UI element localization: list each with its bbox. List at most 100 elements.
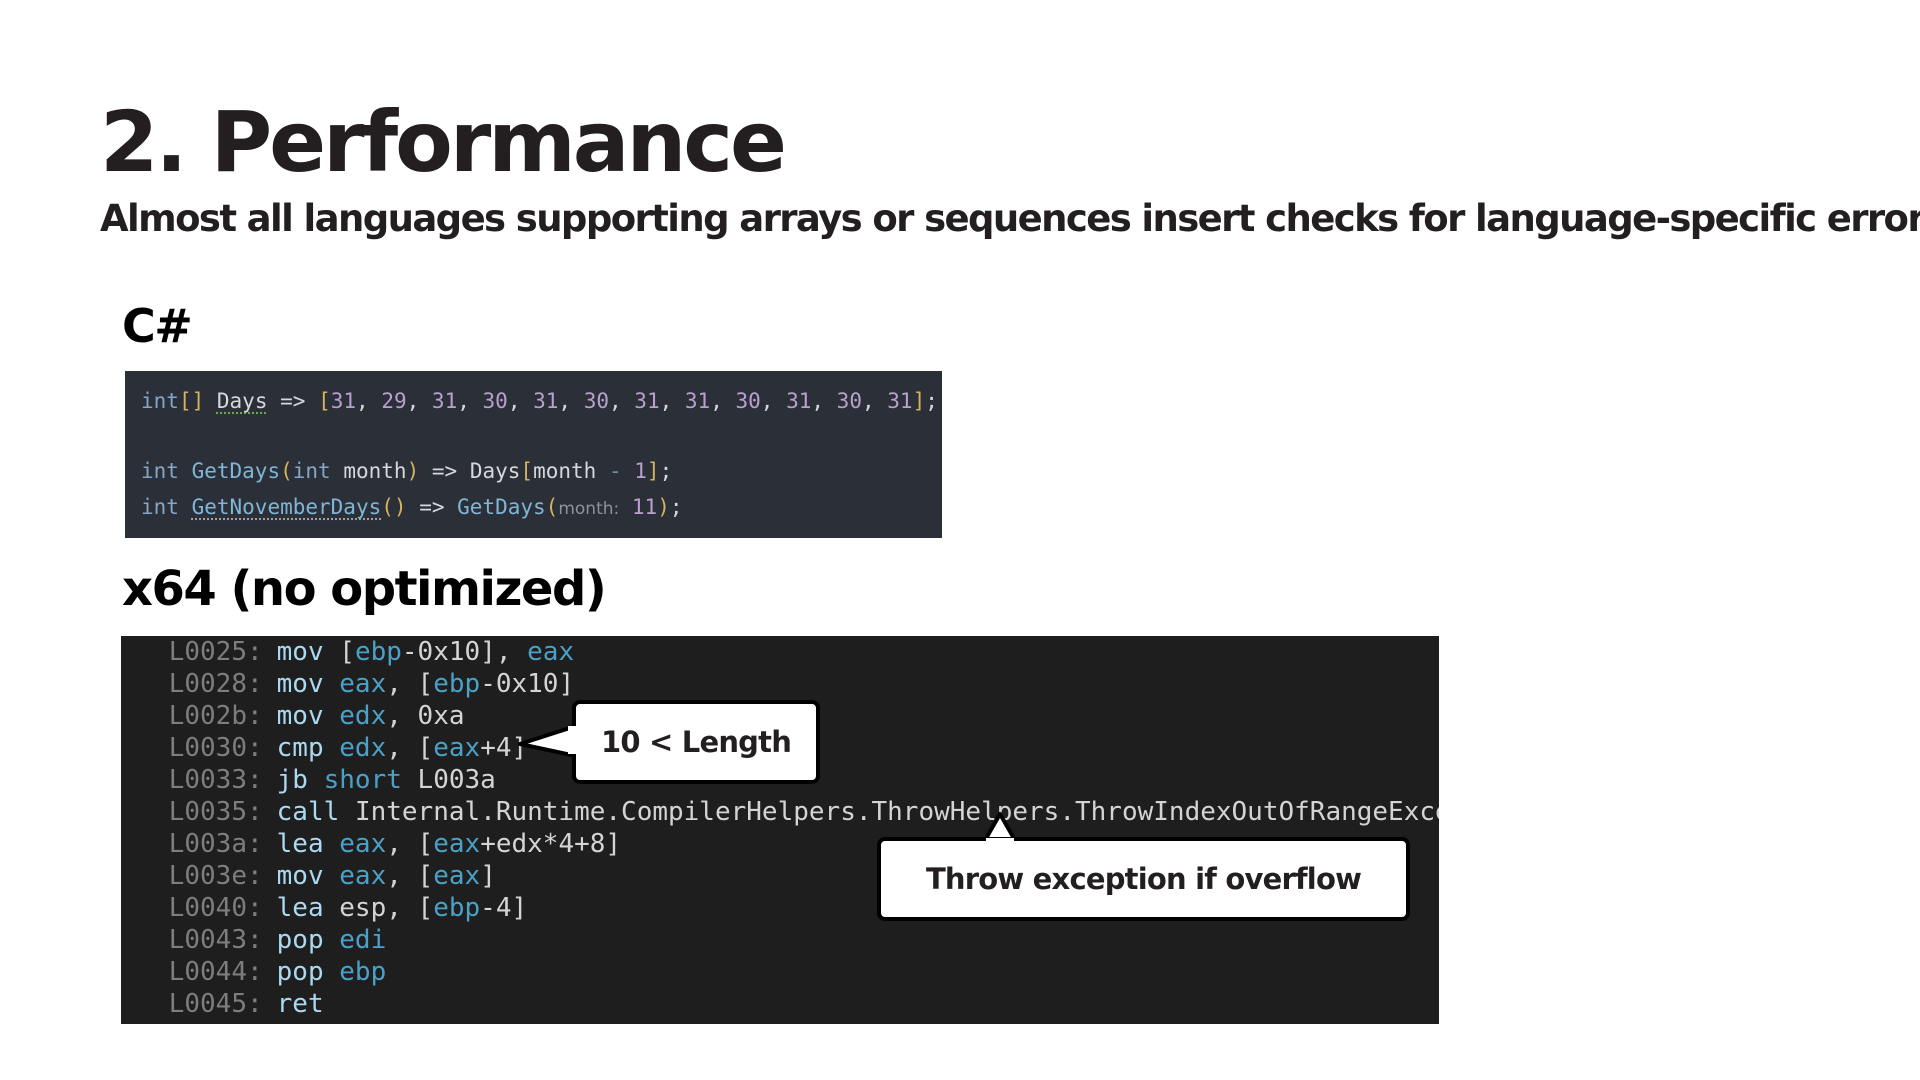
- operator: =>: [419, 495, 445, 519]
- array-value: 30: [735, 389, 761, 413]
- comma: ,: [659, 389, 685, 413]
- space: [324, 925, 340, 955]
- operand-text: -0x10],: [401, 637, 528, 667]
- operand-text: , [: [386, 733, 434, 763]
- space: [324, 957, 340, 987]
- array-value: 31: [684, 389, 711, 413]
- array-value: 30: [836, 389, 862, 413]
- register: eax: [527, 637, 575, 667]
- space: [324, 637, 340, 667]
- operand-text: [: [339, 637, 355, 667]
- register: edx: [339, 701, 387, 731]
- asm-line: L0030: cmp edx, [eax+4]: [121, 732, 1439, 764]
- space: [324, 829, 340, 859]
- operator: -: [608, 459, 622, 483]
- slide-subtitle: Almost all languages supporting arrays o…: [100, 197, 1920, 240]
- instruction: mov: [276, 861, 324, 891]
- address: L0030: [168, 733, 247, 763]
- paren: ): [657, 495, 670, 519]
- array-values: 31, 29, 31, 30, 31, 30, 31, 31, 30, 31, …: [331, 389, 913, 413]
- register: short: [323, 765, 402, 795]
- paren: (: [545, 495, 559, 519]
- operand-text: Internal.Runtime.CompilerHelpers.ThrowHe…: [354, 797, 1439, 827]
- colon: :: [247, 797, 263, 827]
- asm-line: L0033:jb short L003a: [121, 764, 1439, 796]
- code-line-getdays: int GetDays(int month) => Days[month - 1…: [141, 453, 942, 489]
- comma: ,: [609, 389, 635, 413]
- bracket: []: [178, 389, 205, 413]
- bracket: ]: [912, 389, 926, 413]
- colon: :: [247, 861, 263, 891]
- address: L0028: [168, 669, 247, 699]
- array-value: 31: [533, 389, 559, 413]
- number: 1: [634, 459, 647, 483]
- x64-label: x64 (no optimized): [122, 561, 607, 617]
- operand-text: , [: [386, 829, 434, 859]
- colon: :: [247, 829, 263, 859]
- code-blank-line: [141, 419, 942, 453]
- array-value: 31: [887, 389, 913, 413]
- register: eax: [433, 733, 481, 763]
- code-line-days: int[] Days => [31, 29, 31, 30, 31, 30, 3…: [141, 383, 942, 419]
- address: L0025: [168, 637, 247, 667]
- identifier: Days: [469, 459, 521, 483]
- operand-text: ]: [480, 861, 496, 891]
- address: L0045: [168, 989, 247, 1019]
- keyword: int: [292, 459, 331, 483]
- method-name: GetNovemberDays: [191, 495, 382, 519]
- address: L0035: [168, 797, 247, 827]
- instruction: lea: [276, 829, 324, 859]
- register: edx: [339, 733, 387, 763]
- comma: ,: [406, 389, 432, 413]
- colon: :: [247, 701, 263, 731]
- colon: :: [247, 989, 263, 1019]
- colon: :: [247, 925, 263, 955]
- paren: (): [381, 495, 407, 519]
- callout-pointer: [982, 812, 1018, 843]
- instruction: ret: [276, 989, 324, 1019]
- address: L0040: [168, 893, 247, 923]
- bracket: [: [520, 459, 534, 483]
- method-call: GetDays: [457, 495, 546, 519]
- instruction: mov: [276, 637, 324, 667]
- asm-line: L003e:mov eax, [eax]: [121, 860, 1439, 892]
- register: eax: [433, 861, 481, 891]
- instruction: cmp: [276, 733, 324, 763]
- operand-text: -0x10]: [480, 669, 575, 699]
- parameter-hint: month:: [558, 499, 620, 519]
- operand-text: -4]: [480, 893, 528, 923]
- colon: :: [247, 669, 263, 699]
- register: ebp: [433, 893, 481, 923]
- comma: ,: [760, 389, 787, 413]
- asm-line: L0045: ret: [121, 988, 1439, 1020]
- comma: ,: [861, 389, 888, 413]
- address: L003a: [168, 829, 247, 859]
- asm-line: L003a:lea eax, [eax+edx*4+8]: [121, 828, 1439, 860]
- array-value: 31: [634, 389, 660, 413]
- comma: ,: [507, 389, 534, 413]
- number: 11: [631, 495, 658, 519]
- operand-text: , [: [386, 669, 434, 699]
- space: [339, 797, 355, 827]
- operand-text: , 0xa: [386, 701, 465, 731]
- operand-text: esp, [: [339, 893, 434, 923]
- operand-text: +4]: [480, 733, 528, 763]
- colon: :: [247, 733, 263, 763]
- operator: =>: [280, 389, 306, 413]
- array-value: 31: [431, 389, 458, 413]
- colon: :: [247, 893, 263, 923]
- csharp-label: C#: [122, 299, 193, 353]
- address: L003e: [168, 861, 247, 891]
- bracket: ]: [646, 459, 660, 483]
- register: ebp: [354, 637, 402, 667]
- register: eax: [339, 669, 387, 699]
- register: eax: [339, 829, 387, 859]
- callout-pointer: [518, 724, 577, 758]
- instruction: jb: [276, 765, 308, 795]
- array-value: 30: [482, 389, 508, 413]
- paren: (: [280, 459, 293, 483]
- colon: :: [247, 957, 263, 987]
- keyword: int: [141, 495, 179, 519]
- asm-line: L0025:mov [ebp-0x10], eax: [121, 636, 1439, 668]
